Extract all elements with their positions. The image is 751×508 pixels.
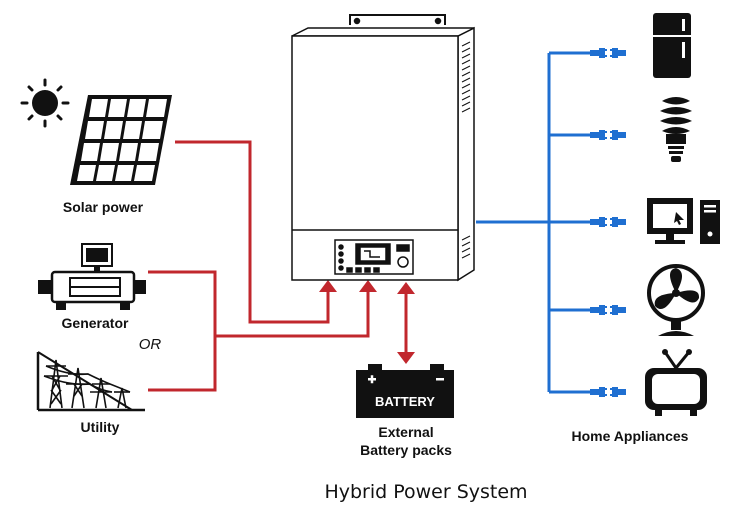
plug-icon <box>590 387 626 397</box>
plug-icon <box>590 305 626 315</box>
battery-plate-text: BATTERY <box>375 394 435 409</box>
or-label: OR <box>139 336 162 353</box>
generator-connection-line <box>148 270 217 392</box>
solar-power-label: Solar power <box>63 199 144 215</box>
utility-pylons-icon <box>36 351 145 412</box>
fan-icon <box>647 264 705 336</box>
battery-arrow-down-icon <box>397 352 415 364</box>
plug-icon <box>590 130 626 140</box>
solar-connection-line <box>175 140 330 324</box>
television-icon <box>645 349 707 416</box>
battery-caption-line1: External <box>378 424 433 440</box>
battery-arrow-up-icon <box>397 282 415 294</box>
generator-icon <box>38 243 146 310</box>
output-connections <box>476 51 590 394</box>
light-bulb-icon <box>660 97 692 162</box>
grid-arrow-icon <box>359 280 377 292</box>
plug-icon <box>590 48 626 58</box>
solar-panel-icon <box>70 95 172 185</box>
sun-icon <box>20 78 70 128</box>
input-arrowheads <box>319 280 415 364</box>
solar-arrow-icon <box>319 280 337 292</box>
utility-label: Utility <box>81 419 120 435</box>
battery-caption-line2: Battery packs <box>360 442 452 458</box>
input-connections <box>148 140 408 392</box>
home-appliances-label: Home Appliances <box>572 428 689 444</box>
hybrid-inverter-icon <box>291 14 475 282</box>
plug-icon <box>590 217 626 227</box>
generator-label: Generator <box>62 315 129 331</box>
appliance-plugs <box>590 48 626 397</box>
battery-icon <box>356 364 454 418</box>
refrigerator-icon <box>653 13 691 78</box>
diagram-title: Hybrid Power System <box>324 481 527 503</box>
computer-icon <box>647 198 720 244</box>
utility-connection-line <box>215 290 370 338</box>
